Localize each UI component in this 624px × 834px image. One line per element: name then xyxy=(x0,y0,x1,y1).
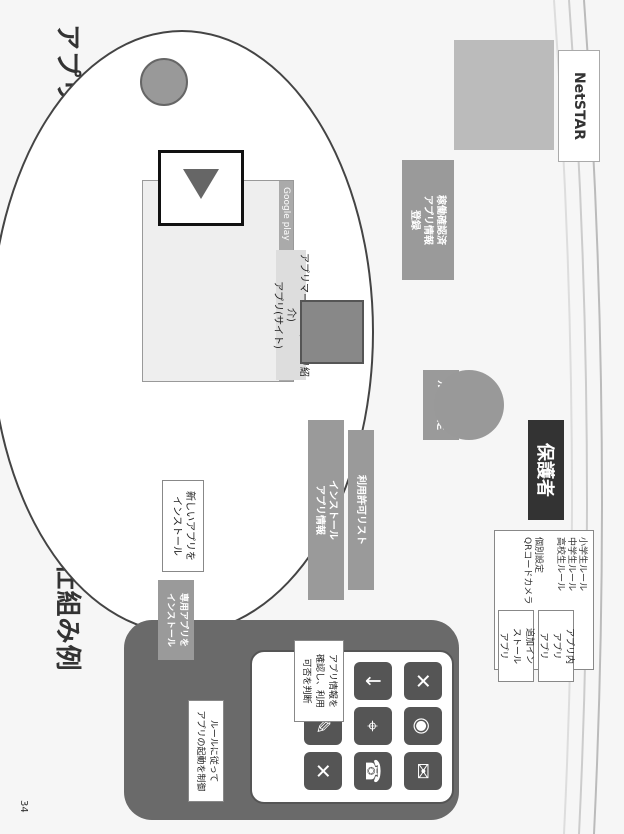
globe-icon xyxy=(140,58,188,106)
google-play-label: Google play xyxy=(281,187,291,241)
guardian-badge: 保護者 xyxy=(528,420,564,520)
install-info-label: インストール アプリ情報 xyxy=(308,420,344,600)
phone-icon: ☎ xyxy=(354,752,392,790)
x-tile-icon: ✕ xyxy=(404,662,442,700)
download-icon: ↓ xyxy=(354,662,392,700)
confirm-bubble: アプリ情報を 確認し、利用 可否を判断 xyxy=(294,640,344,722)
add-install-label: 追加イン ストール アプリ xyxy=(498,610,535,682)
play-store-icon xyxy=(158,150,244,226)
launch-control-label: ルールに従って アプリの起動を制御 xyxy=(188,700,224,802)
mail-icon: ✉ xyxy=(404,752,442,790)
pin-icon: ⌖ xyxy=(354,707,392,745)
page-number: 34 xyxy=(18,800,29,813)
camera-icon: ◉ xyxy=(404,707,442,745)
rule-list-text: 小学生ルール 中学生ルール 高校生ルール 個別設定 QRコードカメラ xyxy=(522,537,587,605)
blocked-tile-icon: ✕ xyxy=(304,752,342,790)
dedicated-app-label: 専用アプリを インストール xyxy=(158,580,194,660)
parent-avatar xyxy=(434,370,504,440)
netstar-logo: NetSTAR xyxy=(558,50,600,162)
new-app-label: 新しいアプリを インストール xyxy=(162,480,204,572)
usage-list-label: 利用許可リスト xyxy=(348,430,374,590)
registered-app-info-label: 稼働確認済 アプリ情報 登録 xyxy=(402,160,454,280)
phone-screen: ✕ ◉ ✉ ↓ ⌖ ☎ ✎ ✕ xyxy=(250,650,454,804)
operator-illustration xyxy=(454,40,554,150)
server-icon xyxy=(300,300,364,364)
in-app-purchase-label: アプリ内 アプリ アプリ xyxy=(538,610,575,682)
